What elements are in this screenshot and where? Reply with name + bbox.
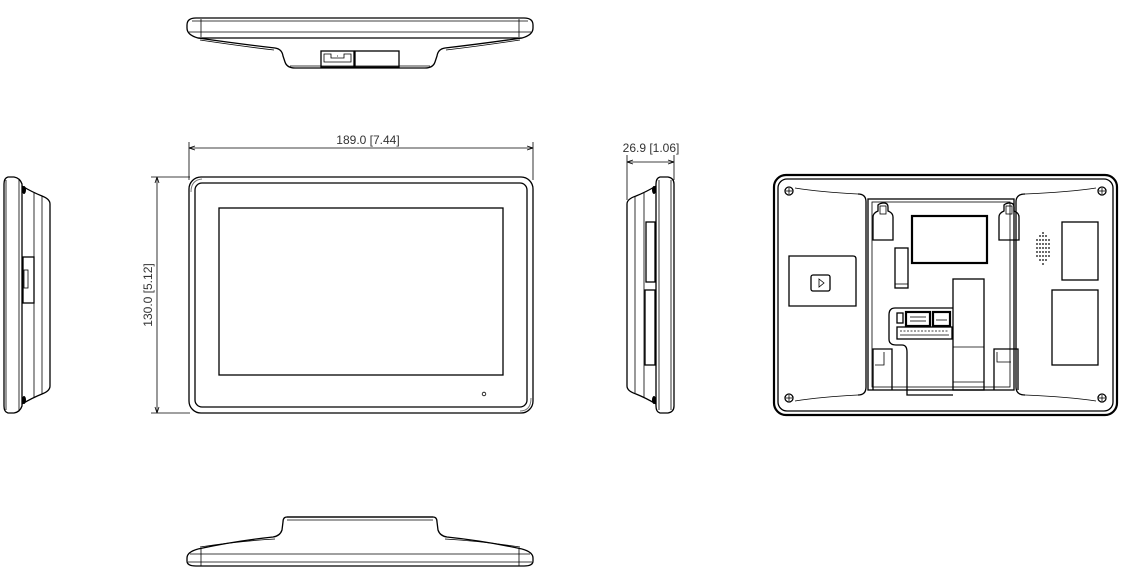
keyhole-mount <box>993 348 1019 390</box>
height-dimension: 130.0 [5.12] <box>141 176 190 414</box>
vertical-slot <box>894 247 909 289</box>
screw-icon <box>1097 186 1107 196</box>
screw-icon <box>784 186 794 196</box>
top-view <box>186 17 534 69</box>
left-side-view <box>3 176 51 414</box>
keyhole-mount <box>872 348 893 390</box>
width-dimension-label: 189.0 [7.44] <box>336 133 399 147</box>
side-slot-upper <box>645 221 656 283</box>
rear-label-upper <box>1061 221 1099 281</box>
front-view <box>188 176 534 414</box>
ethernet-port-icon <box>320 50 355 68</box>
screw-icon <box>1097 393 1107 403</box>
cable-channel <box>952 278 985 391</box>
screw-icon <box>784 393 794 403</box>
terminal-connector <box>896 310 953 340</box>
depth-dimension: 26.9 [1.06] <box>623 141 680 200</box>
sd-card-cover <box>788 255 857 307</box>
label-area <box>910 214 989 265</box>
sd-card-slot <box>22 256 35 304</box>
display-screen <box>218 207 504 376</box>
speaker-grill <box>1036 232 1050 265</box>
sensor-dot <box>481 391 487 397</box>
play-icon <box>818 278 825 288</box>
depth-dimension-label: 26.9 [1.06] <box>623 141 680 155</box>
width-dimension: 189.0 [7.44] <box>188 133 534 180</box>
bottom-view <box>186 516 534 567</box>
rear-view <box>772 173 1119 417</box>
rear-label-lower <box>1051 289 1099 366</box>
keyhole-mount <box>998 202 1020 241</box>
right-side-view <box>626 176 675 414</box>
keyhole-mount <box>872 202 894 241</box>
connector-block <box>354 50 400 68</box>
height-dimension-label: 130.0 [5.12] <box>141 263 155 326</box>
side-slot-lower <box>644 289 656 366</box>
